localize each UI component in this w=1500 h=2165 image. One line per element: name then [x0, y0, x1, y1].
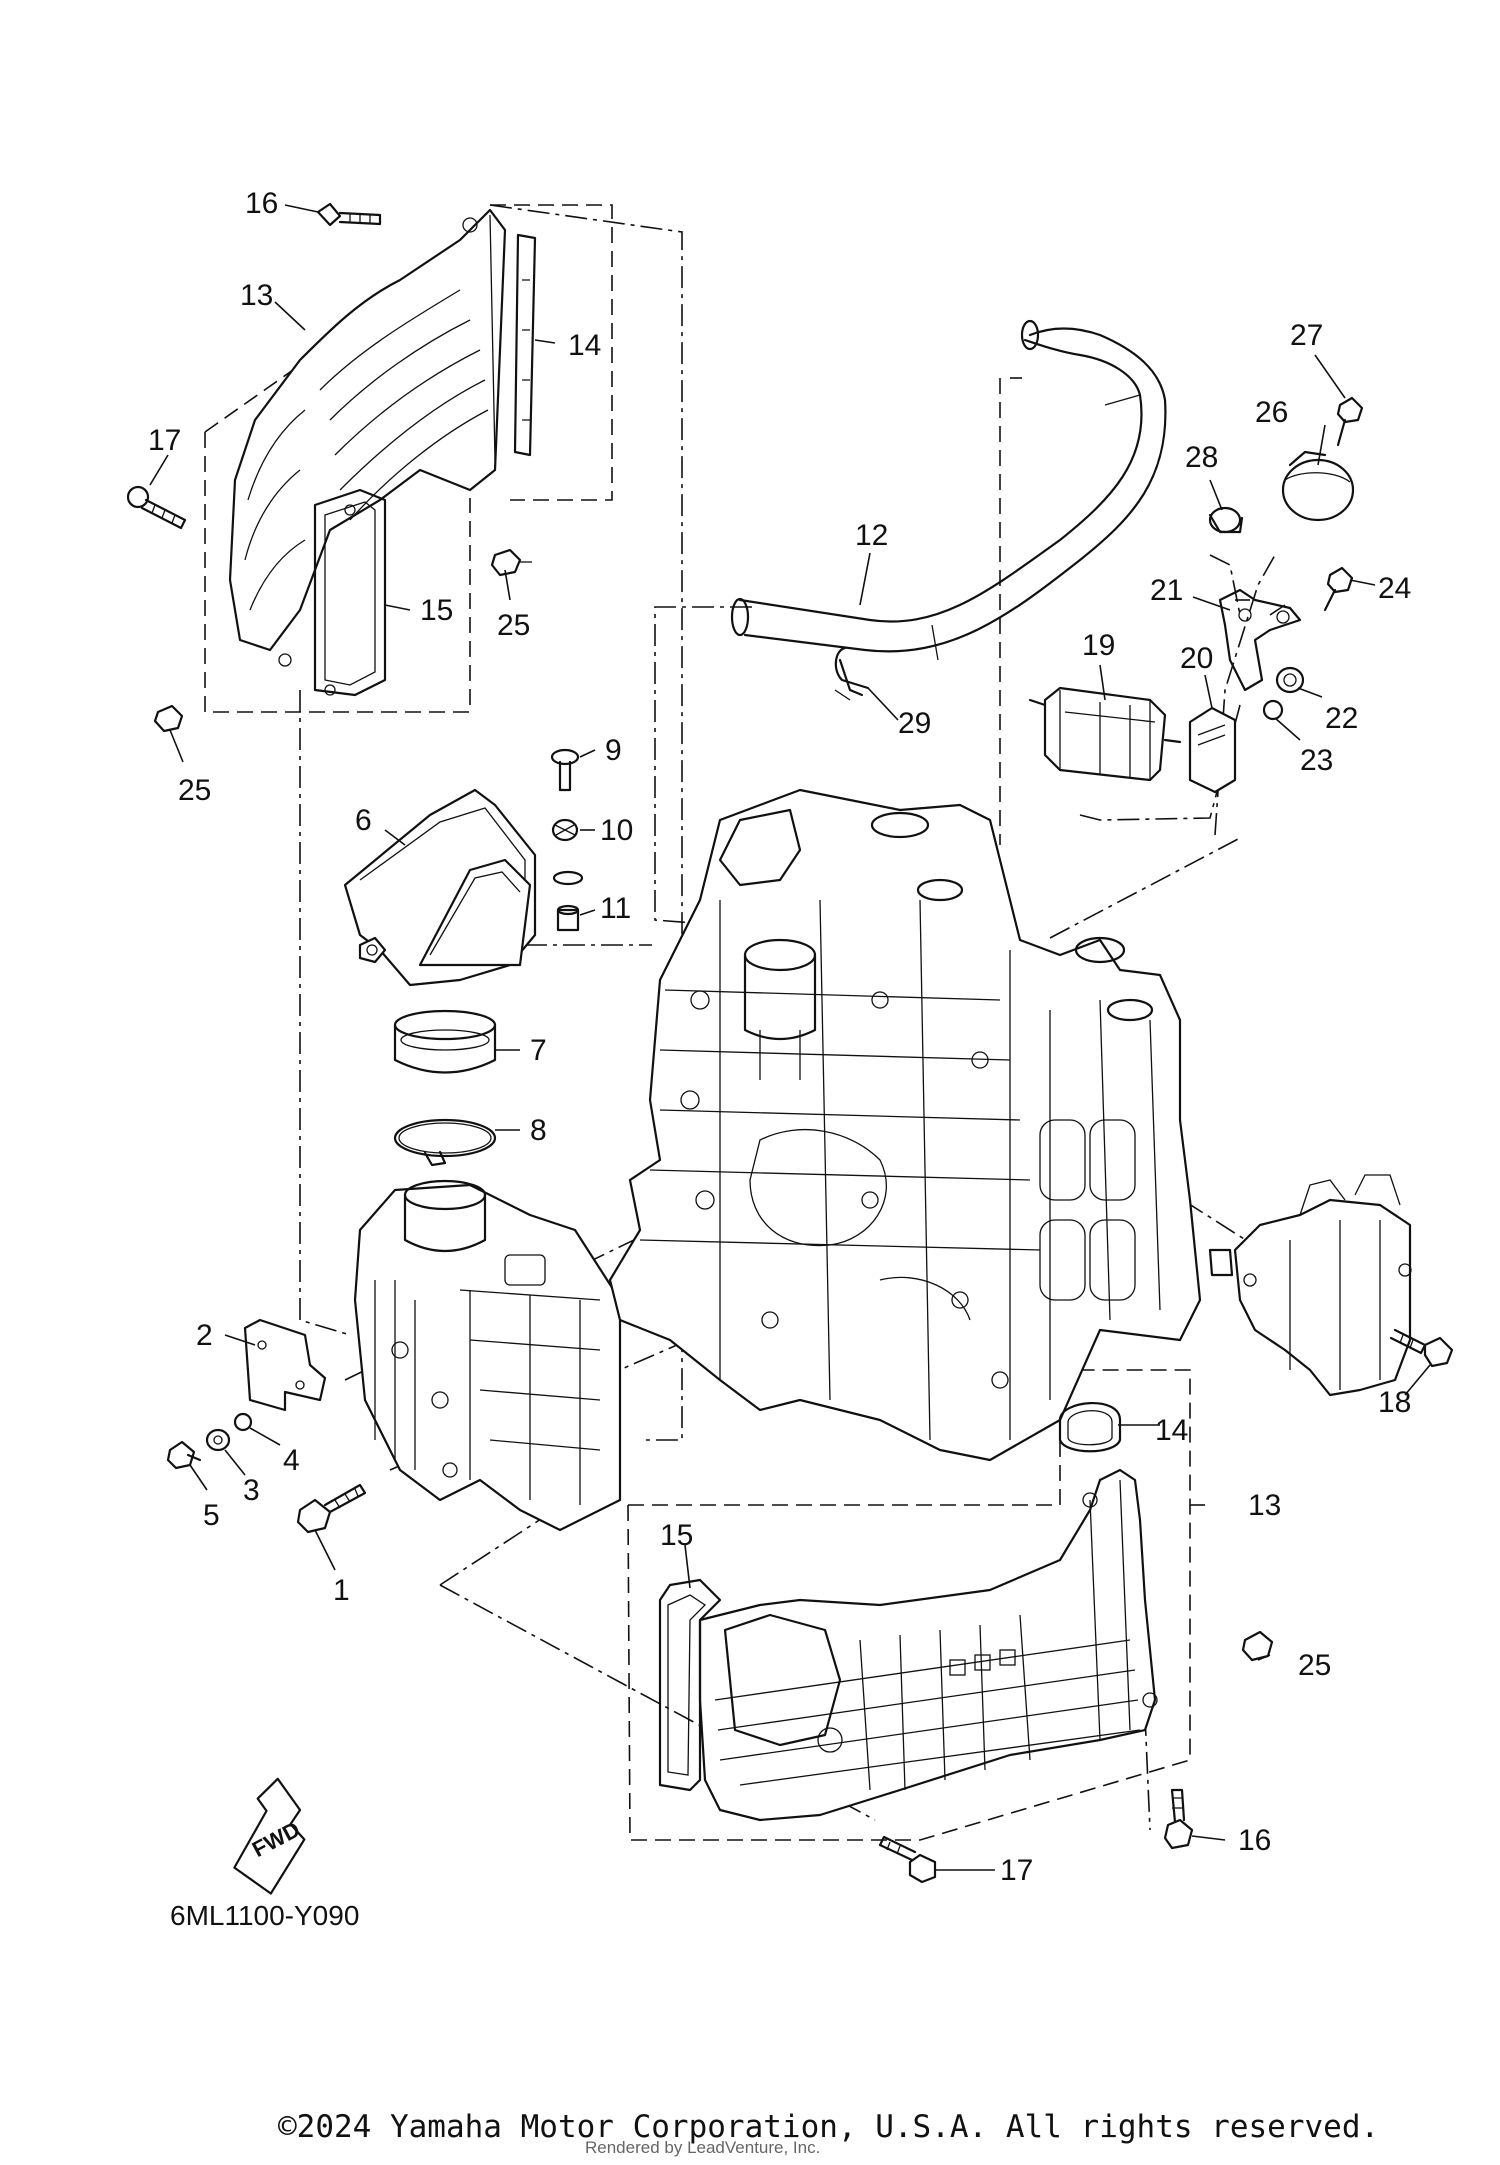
callout-21: 21	[1150, 574, 1183, 607]
bolt-1	[296, 1483, 367, 1534]
callout-26: 26	[1255, 396, 1288, 429]
callout-5: 5	[203, 1499, 220, 1532]
callout-20: 20	[1180, 642, 1213, 675]
callout-10: 10	[600, 814, 633, 847]
bracket-2	[243, 1318, 327, 1412]
bolt-5	[166, 1440, 202, 1470]
callout-1: 1	[333, 1574, 350, 1607]
intake-manifold-upper	[228, 208, 507, 667]
cover-gasket-upper	[313, 488, 387, 697]
callout-9: 9	[605, 734, 622, 767]
callout-4: 4	[283, 1444, 300, 1477]
engine-block	[608, 788, 1202, 1462]
callout-28: 28	[1185, 441, 1218, 474]
air-silencer-cover	[343, 788, 537, 987]
sleeve-7	[393, 1009, 497, 1074]
diagram-code: 6ML1100-Y090	[170, 1900, 359, 1931]
callout-3: 3	[243, 1474, 260, 1507]
callout-7: 7	[530, 1034, 547, 1067]
callout-6: 6	[355, 804, 372, 837]
clip-28	[1208, 506, 1244, 534]
callout-11: 11	[600, 892, 631, 925]
callout-19: 19	[1082, 629, 1115, 662]
callout-25-lower: 25	[1298, 1649, 1331, 1682]
callout-23: 23	[1300, 744, 1333, 777]
collar-23	[1262, 699, 1284, 721]
callout-22: 22	[1325, 702, 1358, 735]
gasket-lower	[1058, 1401, 1122, 1453]
bolt-9	[550, 748, 580, 792]
cover-gasket-lower	[658, 1578, 722, 1792]
callout-numbers: 16 13 14 17 15 25 25 6 9 10 11 12 29 7 8…	[148, 187, 1411, 1887]
nut-25-upper	[490, 548, 532, 577]
bracket-21	[1218, 588, 1302, 692]
hose-clamp-29	[834, 646, 870, 701]
washer-3	[205, 1428, 231, 1452]
gasket-upper	[513, 233, 537, 457]
callout-17-upper: 17	[148, 424, 181, 457]
throttle-body-assembly	[353, 1179, 622, 1532]
callout-27: 27	[1290, 319, 1323, 352]
bolt-27	[1336, 396, 1364, 447]
nut-25-left	[153, 704, 184, 733]
callout-29: 29	[898, 707, 931, 740]
bolt-17-upper	[126, 485, 187, 530]
callout-15-upper: 15	[420, 594, 453, 627]
callout-13-lower: 13	[1248, 1489, 1281, 1522]
bolt-16-lower	[1163, 1788, 1194, 1850]
callout-12: 12	[855, 519, 888, 552]
rendered-by-notice: Rendered by LeadVenture, Inc.	[585, 2138, 820, 2157]
separator-20	[1188, 706, 1237, 794]
callout-14-upper: 14	[568, 329, 601, 362]
bolt-18	[1389, 1328, 1454, 1368]
callout-25-left: 25	[178, 774, 211, 807]
collar-4	[233, 1412, 253, 1432]
callout-14-lower: 14	[1155, 1414, 1188, 1447]
callout-18: 18	[1378, 1386, 1411, 1419]
callout-15-lower: 15	[660, 1519, 693, 1552]
bolt-16-upper	[316, 202, 382, 227]
clamp-26	[1281, 450, 1355, 522]
callout-2: 2	[196, 1319, 213, 1352]
hose-12	[730, 319, 1167, 661]
bolt-24	[1323, 566, 1354, 612]
forward-direction-icon: FWD	[233, 1777, 306, 1895]
grommet-10	[551, 818, 584, 886]
callout-leaders	[149, 204, 1431, 1871]
intake-manifold-lower	[698, 1468, 1158, 1822]
callout-16-lower: 16	[1238, 1824, 1271, 1857]
vapor-separator-unit	[1208, 1174, 1412, 1397]
grommet-22	[1275, 666, 1305, 694]
callout-24: 24	[1378, 572, 1411, 605]
canister-19	[1028, 686, 1182, 782]
callout-25-upper: 25	[497, 609, 530, 642]
callout-16-upper: 16	[245, 187, 278, 220]
callout-17-lower: 17	[1000, 1854, 1033, 1887]
copyright-notice: ©2024 Yamaha Motor Corporation, U.S.A. A…	[278, 2109, 1379, 2145]
callout-8: 8	[530, 1114, 547, 1147]
callout-13-upper: 13	[240, 279, 273, 312]
clamp-8	[393, 1118, 497, 1167]
collar-11	[556, 904, 580, 932]
bolt-17-lower	[878, 1835, 937, 1884]
